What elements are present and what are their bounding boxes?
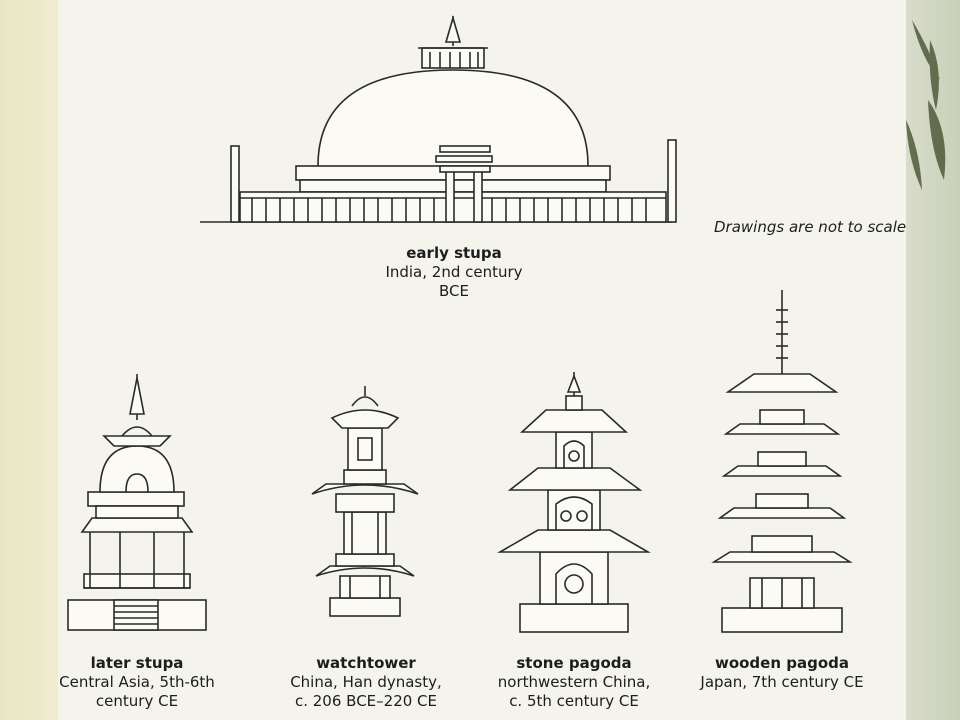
caption-title: stone pagoda (516, 654, 632, 672)
caption-title: later stupa (90, 654, 184, 672)
caption-early-stupa: early stupa India, 2nd century BCE (380, 244, 528, 301)
caption-line: century CE (95, 692, 179, 710)
wooden-pagoda-drawing (711, 290, 853, 633)
caption-line: c. 206 BCE–220 CE (294, 692, 437, 710)
caption-title: watchtower (316, 654, 416, 672)
scale-note: Drawings are not to scale (714, 218, 907, 236)
caption-line: China, Han dynasty, (290, 673, 442, 691)
bamboo-leaves (906, 20, 946, 190)
left-margin (0, 0, 58, 720)
caption-wooden-pagoda: wooden pagoda Japan, 7th century CE (696, 654, 868, 692)
caption-later-stupa: later stupa Central Asia, 5th-6th centur… (56, 654, 218, 711)
caption-stone-pagoda: stone pagoda northwestern China, c. 5th … (494, 654, 654, 711)
caption-line: Japan, 7th century CE (700, 673, 864, 691)
caption-title: early stupa (406, 244, 502, 262)
caption-watchtower: watchtower China, Han dynasty, c. 206 BC… (286, 654, 446, 711)
early-stupa-drawing (200, 15, 677, 223)
stone-pagoda-drawing (497, 372, 651, 633)
caption-line: northwestern China, (497, 673, 651, 691)
caption-subtitle: India, 2nd century BCE (385, 263, 523, 300)
watchtower-drawing (311, 386, 419, 617)
caption-line: c. 5th century CE (509, 692, 639, 710)
caption-title: wooden pagoda (714, 654, 850, 672)
caption-line: Central Asia, 5th-6th (59, 673, 215, 691)
later-stupa-drawing (67, 374, 207, 631)
